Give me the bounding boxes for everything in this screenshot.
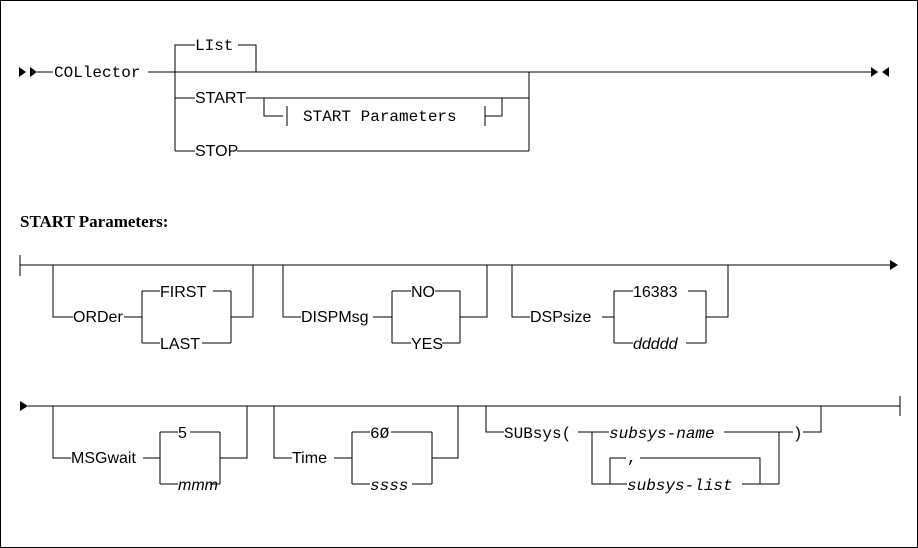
msgwait-keyword: MSGwait (71, 450, 136, 467)
dspsize-keyword: DSPsize (530, 309, 591, 326)
row-continue-arrow (890, 260, 898, 270)
dispmsg-default-no: NO (411, 284, 435, 301)
order-option-last: LAST (160, 336, 200, 353)
command-name-collector: COLlector (54, 64, 140, 82)
start-parameters-reference: START Parameters (303, 108, 457, 126)
dspsize-default-value: 16383 (633, 284, 678, 301)
time-default-value: 6Ø (370, 425, 390, 443)
subsys-keyword: SUBsys( (504, 425, 571, 443)
diagram-end-arrow (871, 67, 878, 77)
dispmsg-option-yes: YES (411, 336, 443, 353)
subsys-name-variable: subsys-name (609, 425, 715, 443)
msgwait-default-value: 5 (178, 425, 187, 442)
start-parameters-row-1: ORDer FIRST LAST DISPMsg NO YES (19, 255, 898, 353)
order-keyword: ORDer (73, 309, 123, 326)
dispmsg-keyword: DISPMsg (301, 309, 369, 326)
option-start: START (195, 90, 246, 107)
main-syntax-diagram: COLlector LIst START START Parameters ST… (19, 37, 889, 160)
time-keyword: Time (292, 450, 327, 467)
dispmsg-group: DISPMsg NO YES (282, 265, 488, 353)
row-continue-arrow (20, 401, 28, 411)
subsys-list-separator: , (627, 449, 637, 467)
subsys-group: SUBsys( subsys-name subsys-list , ) (485, 406, 822, 495)
msgwait-group: MSGwait 5 mmm (52, 406, 248, 494)
time-variable: ssss (370, 477, 408, 495)
diagram-start-arrow (19, 67, 26, 77)
option-list: LIst (195, 37, 233, 55)
order-default-first: FIRST (160, 284, 206, 301)
order-group: ORDer FIRST LAST (52, 265, 254, 353)
subsys-close-paren: ) (793, 425, 803, 443)
dspsize-variable: ddddd (633, 336, 679, 353)
start-parameters-heading: START Parameters: (20, 212, 168, 231)
dspsize-group: DSPsize 16383 ddddd (511, 265, 729, 353)
subsys-list-variable: subsys-list (627, 477, 733, 495)
diagram-start-arrow (30, 67, 37, 77)
option-stop: STOP (195, 143, 238, 160)
time-group: Time 6Ø ssss (273, 406, 459, 495)
start-parameters-row-2: MSGwait 5 mmm Time 6Ø ssss (20, 396, 901, 495)
msgwait-variable: mmm (178, 477, 218, 494)
diagram-end-arrow (882, 67, 889, 77)
